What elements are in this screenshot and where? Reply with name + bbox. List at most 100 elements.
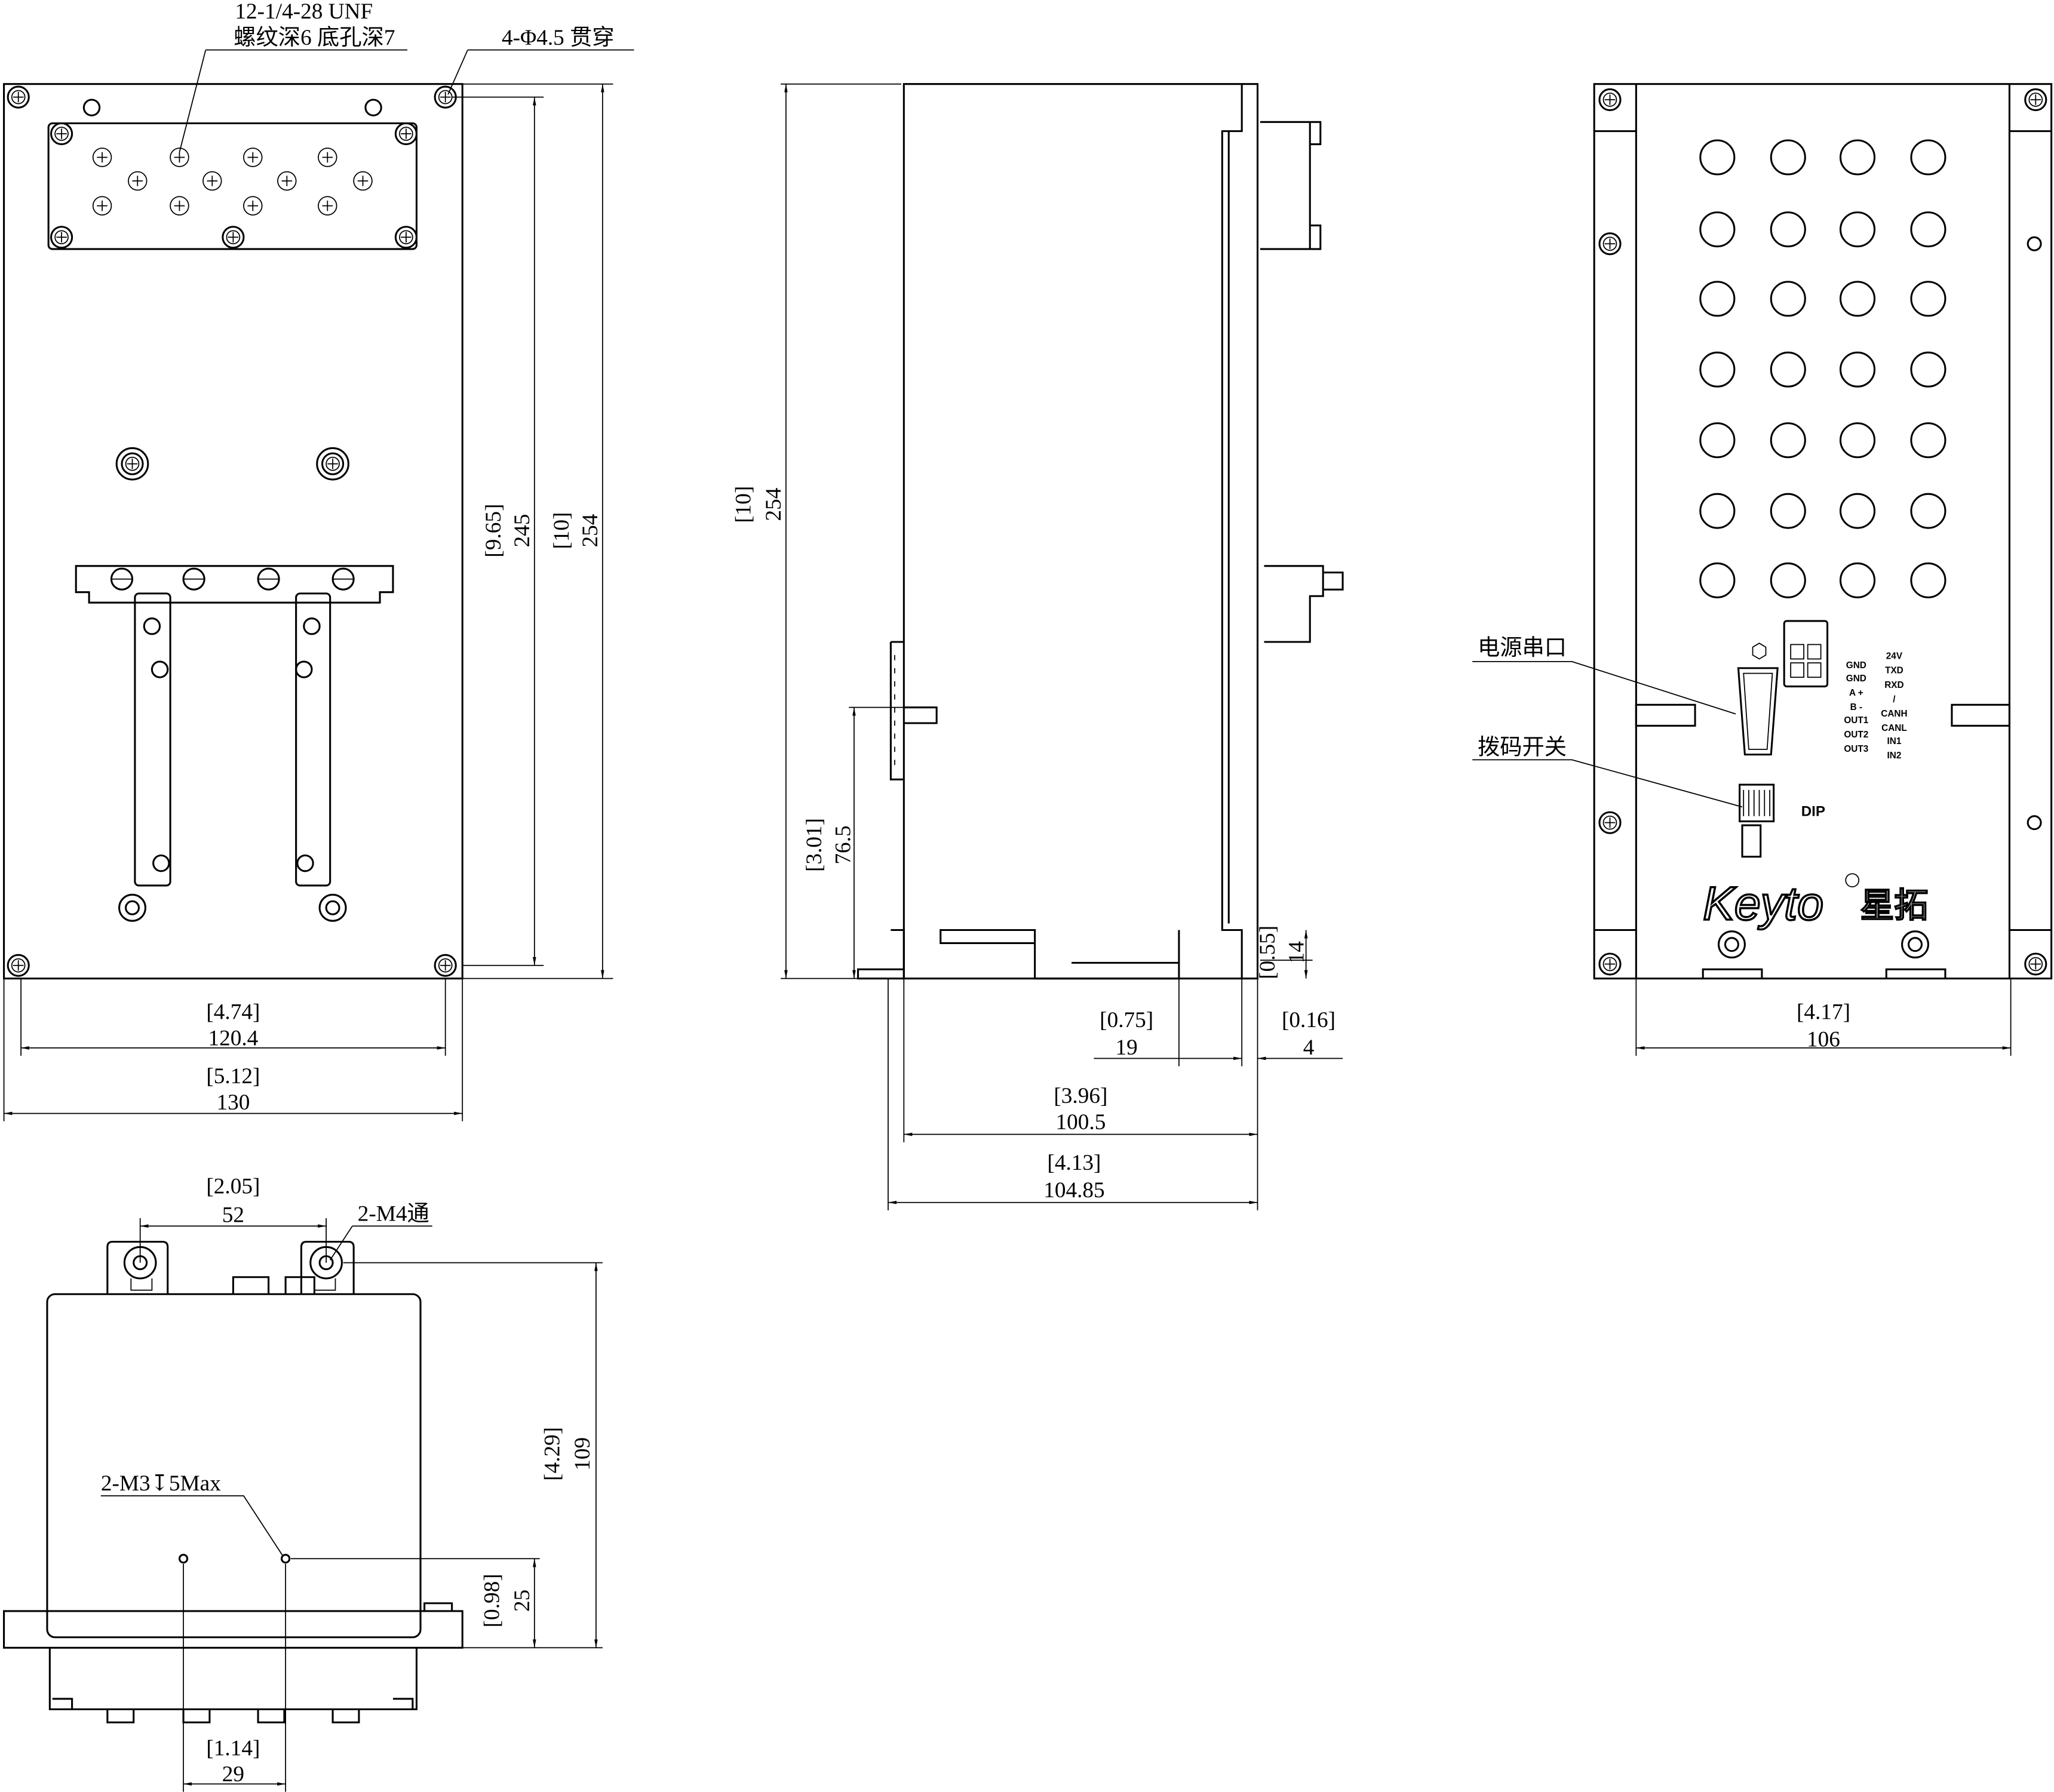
connector-port <box>1770 562 1806 598</box>
connector-port <box>1910 139 1946 176</box>
dim-130-inch: [5.12] <box>206 1064 260 1089</box>
dim-245-inch: [9.65] <box>481 504 506 558</box>
mounting-hole <box>7 85 457 977</box>
pin-labels-left: GND GND A + B - OUT1 OUT2 OUT3 <box>1844 660 1868 754</box>
connector-port <box>1699 281 1736 317</box>
pin-label: RXD <box>1884 680 1903 690</box>
connector-port <box>1770 211 1806 248</box>
connector-port <box>1839 211 1876 248</box>
dim-104-inch: [4.13] <box>1047 1151 1101 1175</box>
dim-29: 29 <box>222 1762 244 1787</box>
connector-port <box>1699 422 1736 459</box>
side-dim-254-inch: [10] <box>732 486 756 523</box>
connector-port-grid <box>1699 139 1946 598</box>
terminal-block <box>1783 620 1829 688</box>
pin-label: OUT1 <box>1844 715 1868 726</box>
dim-76: 76.5 <box>831 825 855 864</box>
dim-25-inch: [0.98] <box>480 1573 505 1627</box>
dim-52-inch: [2.05] <box>206 1174 260 1198</box>
dim-104: 104.85 <box>1043 1178 1104 1203</box>
dim-100-inch: [3.96] <box>1054 1084 1107 1108</box>
pin-label: 24V <box>1886 651 1903 662</box>
dim-19: 19 <box>1116 1035 1138 1060</box>
thread-note-2: 螺纹深6 底孔深7 <box>234 25 395 50</box>
pin-label: IN1 <box>1887 736 1901 746</box>
connector-port <box>1770 281 1806 317</box>
connector-port <box>1770 422 1806 459</box>
unf-threaded-holes <box>92 147 373 216</box>
dim-120: 120.4 <box>208 1026 258 1051</box>
dim-130: 130 <box>216 1090 250 1115</box>
dim-19-inch: [0.75] <box>1100 1008 1153 1032</box>
pin-label: B - <box>1850 702 1862 712</box>
dim-4-inch: [0.16] <box>1282 1008 1335 1032</box>
front-view: 12-1/4-28 UNF 螺纹深6 底孔深7 4-Φ4.5 贯穿 [9.65]… <box>3 0 634 1121</box>
bracket <box>75 565 394 887</box>
dim-109-inch: [4.29] <box>541 1427 565 1481</box>
connector-port <box>1839 493 1876 529</box>
hole-note: 4-Φ4.5 贯穿 <box>502 25 615 50</box>
connector-port <box>1699 351 1736 388</box>
connector-port <box>1770 139 1806 176</box>
side-view: [10] 254 [3.01] 76.5 [0.55] 14 [0.75] 19… <box>732 83 1344 1210</box>
pin-label: / <box>1893 694 1896 705</box>
connector-port <box>1839 281 1876 317</box>
dim-76-inch: [3.01] <box>802 818 827 872</box>
m4-note: 2-M4通 <box>358 1201 429 1226</box>
connector-port <box>1839 351 1876 388</box>
dim-4: 4 <box>1303 1035 1315 1060</box>
dim-254-inch: [10] <box>549 512 574 549</box>
connector-port <box>1770 493 1806 529</box>
keyto-logo: Keyto 星拓 <box>1702 873 1929 931</box>
connector-port <box>1699 562 1736 598</box>
svg-text:星拓: 星拓 <box>1860 887 1928 925</box>
label-dip-switch: 拨码开关 <box>1478 736 1567 760</box>
dim-14-inch: [0.55] <box>1255 926 1280 979</box>
connector-port <box>1910 281 1946 317</box>
rear-view: DIP GND GND A + B - OUT1 OUT2 OUT3 24V T… <box>1472 83 2053 1056</box>
dim-100: 100.5 <box>1055 1110 1106 1135</box>
svg-text:Keyto: Keyto <box>1703 877 1823 930</box>
dim-25: 25 <box>510 1590 535 1612</box>
thread-note-1: 12-1/4-28 UNF <box>235 0 373 24</box>
dim-106: 106 <box>1807 1028 1840 1052</box>
dim-245: 245 <box>510 514 535 548</box>
dim-109: 109 <box>570 1437 595 1471</box>
connector-port <box>1910 422 1946 459</box>
pin-label: OUT3 <box>1844 744 1868 754</box>
connector-port <box>1910 351 1946 388</box>
pin-label: OUT2 <box>1844 730 1868 740</box>
pin-label: TXD <box>1885 666 1903 676</box>
connector-port <box>1910 562 1946 598</box>
dim-52: 52 <box>222 1203 244 1228</box>
connector-port <box>1770 351 1806 388</box>
dim-254: 254 <box>578 514 603 547</box>
dim-120-inch: [4.74] <box>206 1000 260 1025</box>
db15-connector <box>1737 643 1779 756</box>
pin-labels-right: 24V TXD RXD / CANH CANL IN1 IN2 <box>1881 651 1907 761</box>
pin-label: GND <box>1846 674 1866 684</box>
dim-29-inch: [1.14] <box>206 1736 260 1760</box>
side-connector-top <box>1260 121 1322 250</box>
side-connector-mid <box>1264 565 1344 643</box>
side-dim-254: 254 <box>762 487 786 521</box>
dim-106-inch: [4.17] <box>1797 1000 1850 1025</box>
connector-port <box>1839 139 1876 176</box>
connector-plate <box>47 122 417 250</box>
connector-port <box>1839 422 1876 459</box>
connector-port <box>1699 493 1736 529</box>
connector-port <box>1699 211 1736 248</box>
pin-label: CANL <box>1881 723 1907 733</box>
dip-switch <box>1739 783 1775 858</box>
label-power-serial: 电源串口 <box>1478 636 1567 660</box>
connector-port <box>1910 211 1946 248</box>
pin-label: A + <box>1849 688 1863 698</box>
connector-port <box>1699 139 1736 176</box>
bottom-view: [2.05] 52 2-M4通 2-M3↧5Max [4.29] 109 [0.… <box>3 1174 603 1792</box>
pin-label: CANH <box>1881 709 1907 719</box>
pin-label: GND <box>1846 660 1866 671</box>
connector-port <box>1910 493 1946 529</box>
dim-14: 14 <box>1284 941 1309 964</box>
m3-note: 2-M3↧5Max <box>101 1471 221 1496</box>
